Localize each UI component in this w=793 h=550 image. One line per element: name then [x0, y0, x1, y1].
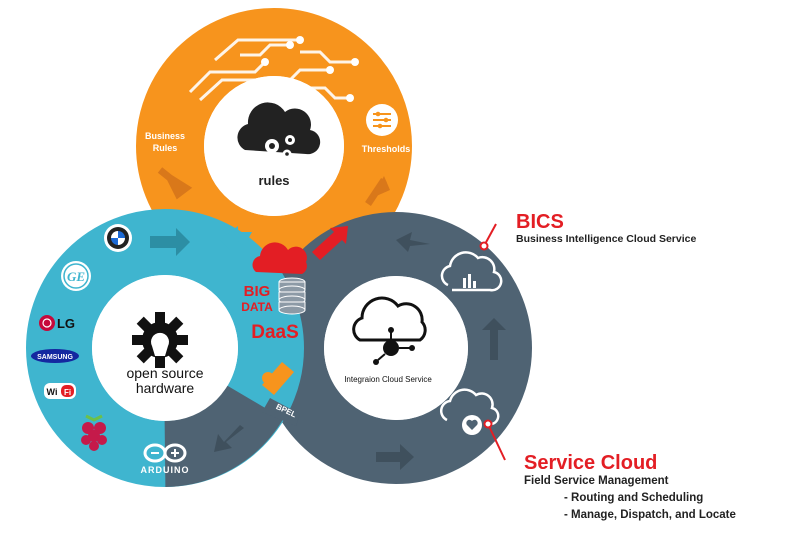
- integration-center-label: Integraion Cloud Service: [344, 375, 432, 384]
- teal-arrow-in-icon: [220, 226, 252, 250]
- big-data-cloud-icon: [252, 242, 307, 274]
- database-icon: [278, 277, 306, 315]
- service-cloud-line3: - Manage, Dispatch, and Locate: [564, 509, 736, 521]
- rules-ring-arrow-right-stem: [365, 178, 387, 206]
- cloud-network-icon: [352, 296, 427, 365]
- bpel-connector-icon: [262, 362, 300, 426]
- integration-ring-arrows: [376, 232, 506, 470]
- arduino-label: ARDUINO: [141, 465, 190, 475]
- bmw-logo-icon: [104, 224, 132, 252]
- service-cloud-callout-line: [483, 419, 506, 461]
- gear-icon: [132, 312, 188, 368]
- rules-ring-arrow-left: [157, 167, 193, 200]
- hardware-center-label-line2: hardware: [136, 380, 195, 396]
- cloud-gears-icon: [237, 102, 321, 159]
- arduino-logo-icon: [143, 443, 187, 463]
- svg-text:LG: LG: [57, 316, 75, 331]
- svg-text:Fi: Fi: [64, 388, 71, 397]
- daas-label: DaaS: [251, 322, 299, 343]
- business-rules-label-line2: Rules: [153, 143, 178, 153]
- big-label: BIG: [244, 283, 271, 300]
- lg-logo-icon: LG: [39, 315, 75, 331]
- service-cloud-title: Service Cloud: [524, 452, 658, 474]
- hardware-center-label-line1: open source: [126, 365, 203, 381]
- business-rules-label-line1: Business: [145, 131, 185, 141]
- sliders-icon: [366, 104, 398, 136]
- center-hub: BIG DATA DaaS BPEL: [220, 226, 348, 426]
- bics-title: BICS: [516, 211, 564, 233]
- svg-text:SAMSUNG: SAMSUNG: [37, 354, 73, 361]
- service-cloud-line1: Field Service Management: [524, 475, 669, 487]
- wifi-logo-icon: Wi Fi: [44, 383, 76, 399]
- red-arrow-out-icon: [312, 226, 348, 260]
- thresholds-label: Thresholds: [362, 144, 411, 154]
- circuit-nodes: [261, 36, 359, 102]
- circuit-traces: [188, 38, 355, 102]
- hardware-ring-arrows: [150, 228, 190, 256]
- svg-text:Wi: Wi: [47, 387, 58, 397]
- svg-text:GE: GE: [67, 269, 85, 284]
- cloud-chart-icon: [440, 251, 503, 292]
- cloud-heart-icon: [440, 388, 500, 435]
- bics-callout-line: [479, 223, 497, 251]
- rules-center-label: rules: [258, 173, 289, 188]
- service-cloud-line2: - Routing and Scheduling: [564, 492, 704, 504]
- raspberry-pi-icon: [81, 414, 107, 451]
- data-label: DATA: [241, 300, 273, 314]
- bics-subtitle: Business Intelligence Cloud Service: [516, 233, 697, 245]
- ge-logo-icon: GE: [61, 261, 91, 291]
- samsung-logo-icon: SAMSUNG: [31, 349, 79, 363]
- hardware-ring-arrow-down: [214, 425, 244, 452]
